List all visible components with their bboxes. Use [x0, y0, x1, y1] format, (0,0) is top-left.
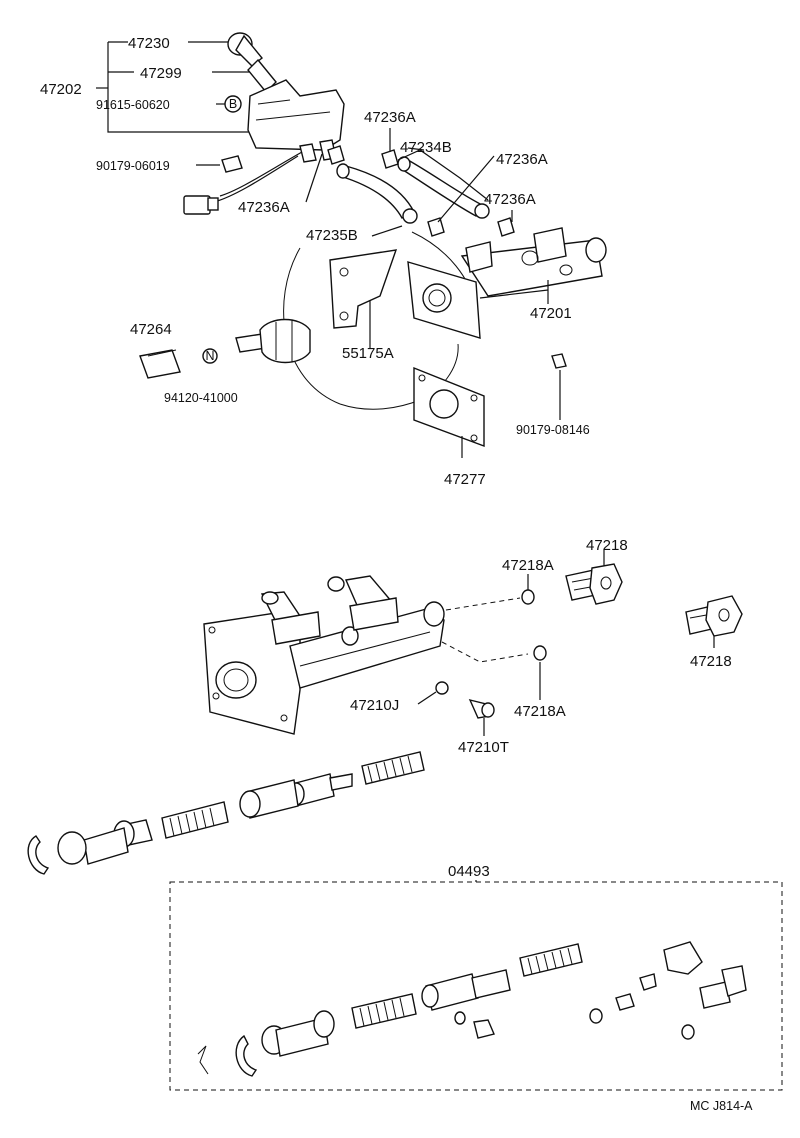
label-47264: 47264 — [130, 321, 172, 338]
label-91615-60620: 91615-60620 — [96, 98, 170, 112]
label-47236A-right2: 47236A — [484, 191, 536, 208]
label-47202: 47202 — [40, 81, 82, 98]
label-47236A-right: 47236A — [496, 151, 548, 168]
label-47277: 47277 — [444, 471, 486, 488]
repair-kit-04493 — [169, 880, 783, 1091]
small-parts-upper: N — [139, 348, 567, 420]
label-47218-right: 47218 — [690, 653, 732, 670]
nut-n-marker: N — [205, 349, 214, 363]
master-cylinder-upper — [460, 227, 607, 304]
reservoir-body — [247, 79, 345, 151]
label-47218-top: 47218 — [586, 537, 628, 554]
label-47230: 47230 — [128, 35, 170, 52]
label-47299: 47299 — [140, 65, 182, 82]
washer-47218A-bottom — [533, 645, 547, 661]
label-47236A-left: 47236A — [238, 199, 290, 216]
label-47201: 47201 — [530, 305, 572, 322]
booster-bracket — [329, 249, 398, 329]
master-cylinder-body — [203, 575, 529, 735]
diagram-code: MC J814-A — [690, 1099, 753, 1113]
reservoir-group: B — [96, 32, 345, 215]
brake-booster — [235, 231, 485, 458]
label-04493: 04493 — [448, 863, 490, 880]
label-90179-06019: 90179-06019 — [96, 159, 170, 173]
piston-spring-row — [27, 751, 425, 875]
clip-part — [221, 155, 243, 173]
level-sensor-connector — [183, 195, 211, 215]
label-47234B: 47234B — [400, 139, 452, 156]
label-94120-41000: 94120-41000 — [164, 391, 238, 405]
label-55175A: 55175A — [342, 345, 394, 362]
clip-47264 — [139, 349, 181, 379]
bolt-b-marker: B — [229, 97, 237, 111]
washer-47218A-top — [521, 589, 535, 605]
label-90179-08146: 90179-08146 — [516, 423, 590, 437]
label-47210J: 47210J — [350, 697, 399, 714]
label-47218A-bottom: 47218A — [514, 703, 566, 720]
master-cylinder-fittings — [417, 550, 743, 736]
label-47210T: 47210T — [458, 739, 509, 756]
hoses-group — [305, 128, 515, 237]
label-47236A-top: 47236A — [364, 109, 416, 126]
label-47235B: 47235B — [306, 227, 358, 244]
label-47218A-top: 47218A — [502, 557, 554, 574]
